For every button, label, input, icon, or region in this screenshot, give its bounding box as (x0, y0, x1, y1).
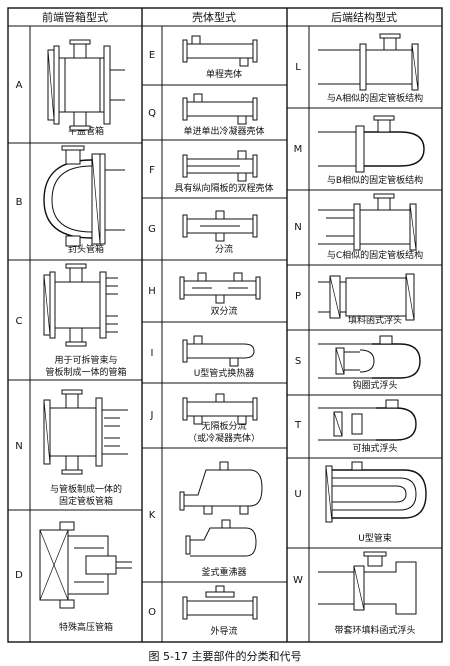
rear-caption-p: 填料函式浮头 (348, 314, 402, 326)
shell-sketch-e (182, 35, 258, 67)
shell-caption-j-2: （或冷凝器壳体） (188, 432, 260, 444)
rear-code-w: W (293, 575, 303, 586)
shell-caption-i: U型管式换热器 (194, 367, 255, 379)
shell-sketch-q (182, 93, 258, 125)
rear-code-n: N (294, 222, 301, 233)
front-sketch-b (43, 145, 125, 247)
shell-sketch-f (182, 150, 258, 182)
front-sketch-n (43, 389, 128, 475)
shell-code-j: J (150, 410, 154, 421)
rear-code-s: S (295, 356, 301, 367)
header-shell: 壳体型式 (192, 10, 236, 24)
rear-caption-w: 带套环填料函式浮头 (334, 624, 415, 636)
rear-sketch-p (318, 273, 415, 321)
front-sketch-c (43, 263, 118, 347)
shell-caption-e: 单程壳体 (206, 68, 242, 80)
shell-code-f: F (149, 165, 155, 176)
rear-sketch-n (318, 193, 417, 251)
shell-code-q: Q (148, 108, 156, 119)
front-caption-c-2: 管板制成一体的管箱 (45, 366, 126, 378)
front-code-d: D (15, 570, 23, 581)
shell-caption-f: 具有纵向隔板的双程壳体 (174, 182, 273, 194)
front-sketch-a (47, 39, 125, 131)
rear-caption-t: 可抽式浮头 (352, 442, 397, 454)
rear-sketch-w (318, 551, 417, 615)
shell-sketch-g (182, 210, 258, 242)
front-code-b: B (16, 197, 23, 208)
shell-sketch-o (182, 585, 258, 620)
rear-sketch-t (318, 399, 417, 441)
front-code-n: N (15, 441, 22, 452)
rear-caption-m: 与B相似的固定管板结构 (327, 174, 423, 186)
rear-caption-s: 钩圈式浮头 (352, 379, 397, 391)
shell-code-h: H (148, 286, 156, 297)
rear-sketch-s (318, 335, 421, 379)
shell-code-o: O (148, 607, 156, 618)
figure-caption: 图 5-17 主要部件的分类和代号 (149, 649, 302, 663)
front-code-a: A (16, 80, 23, 91)
header-front: 前端管箱型式 (42, 10, 108, 24)
front-caption-n-2: 固定管板管箱 (59, 495, 113, 507)
rear-code-p: P (295, 291, 301, 302)
shell-caption-k: 釜式重沸器 (201, 566, 246, 578)
rear-code-t: T (294, 420, 302, 431)
rear-sketch-m (318, 115, 425, 173)
shell-sketch-h (179, 272, 261, 304)
rear-code-m: M (294, 144, 303, 155)
rear-sketch-u (325, 461, 427, 523)
front-code-c: C (16, 316, 23, 327)
front-caption-d: 特殊高压管箱 (59, 621, 113, 633)
rear-code-u: U (294, 489, 301, 500)
shell-code-k: K (149, 510, 156, 521)
shell-caption-o: 外导流 (210, 625, 237, 637)
rear-caption-l: 与A相似的固定管板结构 (327, 92, 423, 104)
shell-code-e: E (149, 50, 155, 61)
shell-code-i: I (151, 348, 154, 359)
shell-caption-h: 双分流 (210, 305, 237, 317)
front-sketch-d (39, 521, 132, 609)
front-caption-n-1: 与管板制成一体的 (50, 483, 122, 495)
shell-sketch-j (182, 393, 258, 425)
rear-caption-u: U型管束 (358, 532, 392, 544)
shell-caption-q: 单进单出冷凝器壳体 (183, 125, 264, 137)
header-rear: 后端结构型式 (331, 10, 397, 24)
rear-code-l: L (295, 62, 301, 73)
table-grid (7, 7, 443, 643)
rear-caption-n: 与C相似的固定管板结构 (327, 249, 423, 261)
shell-caption-g: 分流 (215, 243, 233, 255)
shell-sketch-i (182, 335, 255, 367)
front-caption-c-1: 用于可拆管束与 (54, 354, 117, 366)
shell-caption-j-1: 无隔板分流 (201, 420, 246, 432)
shell-code-g: G (148, 224, 156, 235)
shell-sketch-k (179, 461, 263, 557)
rear-sketch-l (318, 33, 419, 91)
